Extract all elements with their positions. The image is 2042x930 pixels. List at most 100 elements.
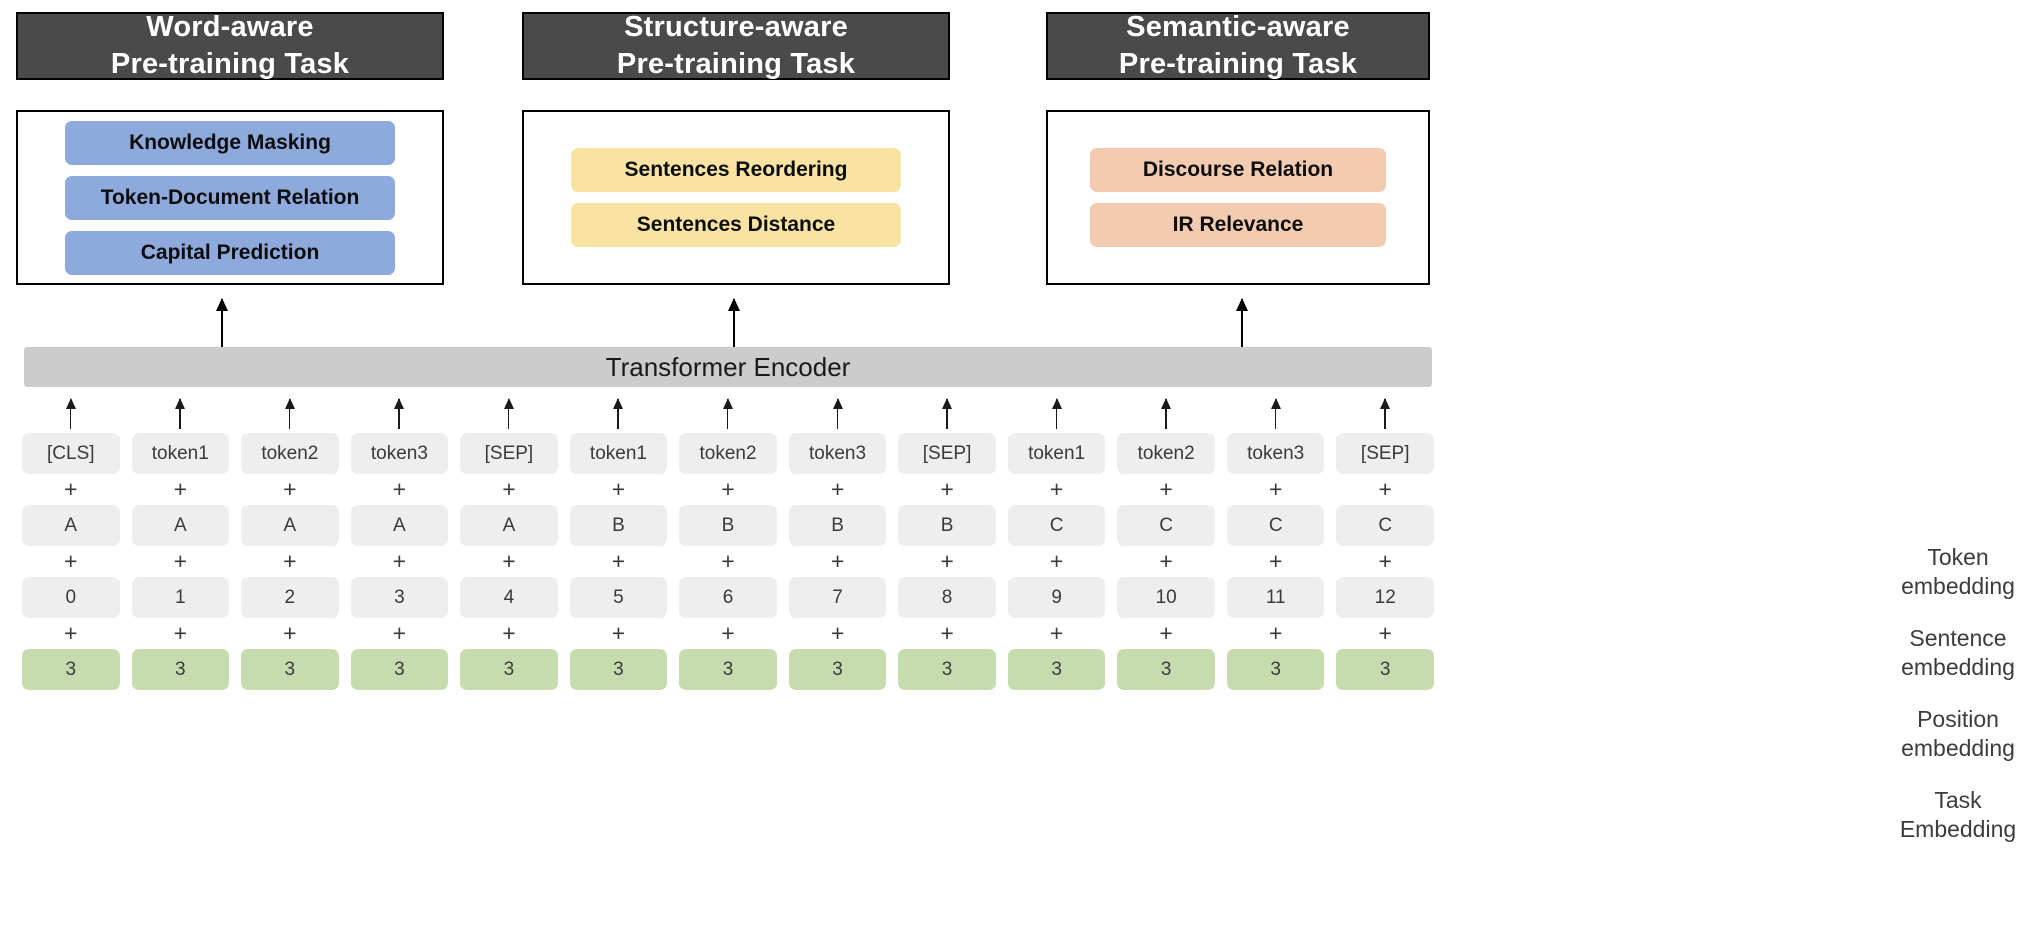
cell-task-embedding: 3 xyxy=(1226,649,1325,690)
plus-sign: + xyxy=(283,476,297,502)
cell-position-embedding: 8 xyxy=(898,577,996,618)
cell-token-embedding: [SEP] xyxy=(1336,433,1434,474)
plus-sign: + xyxy=(940,476,954,502)
cell-task-embedding: 3 xyxy=(460,649,558,690)
cell-position-embedding: 3 xyxy=(350,577,449,618)
arrow-encoder-to-semantic-aware xyxy=(1236,298,1248,347)
row-label-line1: Token xyxy=(1927,544,1989,570)
plus-sign: + xyxy=(1378,620,1392,646)
row-label-line1: Task xyxy=(1934,787,1982,813)
cell-sentence-embedding: C xyxy=(1117,505,1215,546)
token-arrow-icon xyxy=(460,393,558,433)
cell-sentence-embedding: C xyxy=(1226,505,1325,546)
task-pill-sentences-distance[interactable]: Sentences Distance xyxy=(570,203,902,247)
cell-token-embedding: token2 xyxy=(241,433,339,474)
plus-sign: + xyxy=(721,548,735,574)
row-label-position-embedding: Position embedding xyxy=(1872,705,2042,763)
task-pill-capital-prediction[interactable]: Capital Prediction xyxy=(64,230,396,275)
plus-sign: + xyxy=(1049,620,1064,646)
cell-task-embedding: 3 xyxy=(1117,649,1215,690)
cell-position-embedding: 12 xyxy=(1336,577,1434,618)
token-arrow-icon xyxy=(679,393,777,433)
row-label-line1: Position xyxy=(1917,706,1999,732)
cell-position-embedding: 11 xyxy=(1226,577,1325,618)
task-pill-token-document-relation[interactable]: Token-Document Relation xyxy=(64,175,396,220)
cell-token-embedding: token2 xyxy=(679,433,777,474)
task-header-line1: Structure-aware xyxy=(624,10,848,43)
cell-sentence-embedding: A xyxy=(22,505,120,546)
cell-sentence-embedding: B xyxy=(788,505,887,546)
task-header-line2: Pre-training Task xyxy=(616,48,856,80)
cell-token-embedding: token1 xyxy=(131,433,230,474)
cell-sentence-embedding: A xyxy=(460,505,558,546)
row-label-line2: embedding xyxy=(1901,572,2015,599)
arrow-encoder-to-structure-aware xyxy=(728,298,740,347)
plus-sign: + xyxy=(1268,548,1283,574)
cell-token-embedding: token3 xyxy=(1226,433,1325,474)
token-arrow-icon xyxy=(1336,393,1434,433)
plus-sign: + xyxy=(1268,476,1283,502)
plus-sign: + xyxy=(283,620,297,646)
cell-task-embedding: 3 xyxy=(1007,649,1106,690)
cell-token-embedding: [CLS] xyxy=(22,433,120,474)
transformer-encoder-label: Transformer Encoder xyxy=(605,351,851,382)
plus-sign: + xyxy=(173,548,188,574)
row-label-line2: embedding xyxy=(1901,734,2015,761)
cell-token-embedding: token1 xyxy=(1007,433,1106,474)
cell-task-embedding: 3 xyxy=(131,649,230,690)
row-label-task-embedding: Task Embedding xyxy=(1872,786,2042,844)
cell-task-embedding: 3 xyxy=(788,649,887,690)
cell-position-embedding: 5 xyxy=(569,577,668,618)
plus-sign: + xyxy=(1378,548,1392,574)
plus-sign: + xyxy=(1049,476,1064,502)
token-arrow-icon xyxy=(1008,393,1106,433)
cell-token-embedding: [SEP] xyxy=(460,433,558,474)
task-pill-sentences-reordering[interactable]: Sentences Reordering xyxy=(570,148,902,192)
plus-sign: + xyxy=(392,548,407,574)
plus-sign: + xyxy=(721,620,735,646)
cell-position-embedding: 10 xyxy=(1117,577,1215,618)
plus-sign: + xyxy=(64,476,78,502)
task-header-structure-aware: Structure-aware Pre-training Task xyxy=(522,10,950,80)
task-pill-discourse-relation[interactable]: Discourse Relation xyxy=(1089,148,1387,192)
cell-token-embedding: token2 xyxy=(1117,433,1215,474)
token-arrow-icon xyxy=(789,393,887,433)
plus-sign: + xyxy=(611,548,626,574)
cell-task-embedding: 3 xyxy=(22,649,120,690)
token-arrow-icon xyxy=(1117,393,1215,433)
row-label-line2: embedding xyxy=(1901,653,2015,680)
cell-token-embedding: [SEP] xyxy=(898,433,996,474)
cell-sentence-embedding: A xyxy=(241,505,339,546)
task-pill-knowledge-masking[interactable]: Knowledge Masking xyxy=(64,120,396,165)
cell-sentence-embedding: A xyxy=(350,505,449,546)
cell-sentence-embedding: C xyxy=(1007,505,1106,546)
plus-sign: + xyxy=(1268,620,1283,646)
plus-sign: + xyxy=(1159,620,1173,646)
row-label-line1: Sentence xyxy=(1909,625,2007,651)
token-arrow-icon xyxy=(132,393,230,433)
arrow-encoder-to-word-aware xyxy=(216,298,228,347)
task-body-word-aware: Knowledge Masking Token-Document Relatio… xyxy=(16,110,444,285)
cell-position-embedding: 0 xyxy=(22,577,120,618)
cell-task-embedding: 3 xyxy=(1336,649,1434,690)
task-header-line1: Semantic-aware xyxy=(1126,10,1350,43)
plus-sign: + xyxy=(502,476,516,502)
plus-sign: + xyxy=(1159,548,1173,574)
task-pill-ir-relevance[interactable]: IR Relevance xyxy=(1089,203,1387,247)
cell-position-embedding: 9 xyxy=(1007,577,1106,618)
plus-sign: + xyxy=(721,476,735,502)
cell-position-embedding: 7 xyxy=(788,577,887,618)
transformer-encoder-bar: Transformer Encoder xyxy=(24,347,1432,387)
plus-sign: + xyxy=(611,476,626,502)
plus-sign: + xyxy=(173,620,188,646)
plus-sign: + xyxy=(173,476,188,502)
row-label-sentence-embedding: Sentence embedding xyxy=(1872,624,2042,682)
cell-task-embedding: 3 xyxy=(898,649,996,690)
plus-sign: + xyxy=(830,476,845,502)
plus-sign: + xyxy=(830,620,845,646)
plus-sign: + xyxy=(502,620,516,646)
plus-sign: + xyxy=(940,548,954,574)
cell-token-embedding: token3 xyxy=(350,433,449,474)
task-body-semantic-aware: Discourse Relation IR Relevance xyxy=(1046,110,1430,285)
